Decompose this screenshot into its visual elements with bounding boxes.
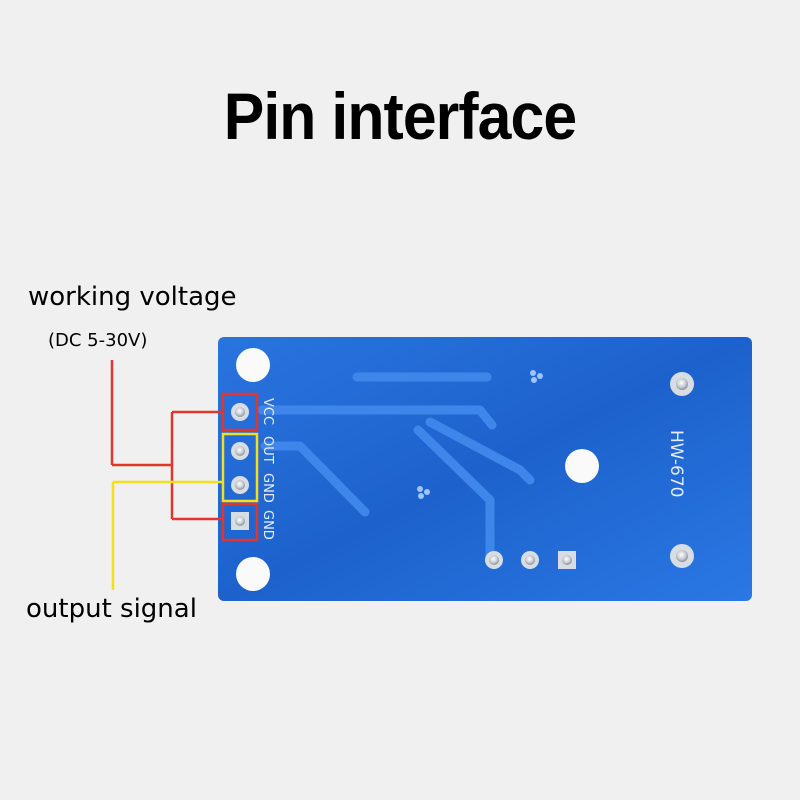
silk-pin-gnd-1: GND [260, 473, 275, 503]
silk-pin-out: OUT [260, 436, 275, 464]
silk-pin-vcc: VCC [260, 398, 275, 425]
voltage-range-label: (DC 5-30V) [48, 330, 148, 351]
via-dots [417, 370, 543, 499]
silk-pin-gnd-2: GND [260, 510, 275, 540]
sensor-pad [670, 372, 694, 396]
center-hole [565, 449, 599, 483]
page-title: Pin interface [223, 79, 577, 153]
sensor-pad [670, 544, 694, 568]
board-model-label: HW-670 [666, 430, 686, 498]
pcb-board [218, 337, 752, 601]
pin-gnd-2 [231, 512, 249, 530]
mounting-hole [236, 348, 270, 382]
component-pad [558, 551, 576, 569]
component-pad [485, 551, 503, 569]
component-pad [521, 551, 539, 569]
working-voltage-label: working voltage [28, 282, 237, 312]
signal-wire [111, 480, 223, 590]
pin-gnd-1 [231, 476, 249, 494]
signal-highlight-box [221, 432, 259, 503]
pin-vcc [231, 403, 249, 421]
pcb-traces [257, 372, 535, 563]
power-wire [110, 360, 223, 521]
output-signal-label: output signal [26, 594, 197, 624]
gnd-highlight-box [221, 502, 259, 542]
mounting-hole [236, 557, 270, 591]
pin-out [231, 442, 249, 460]
